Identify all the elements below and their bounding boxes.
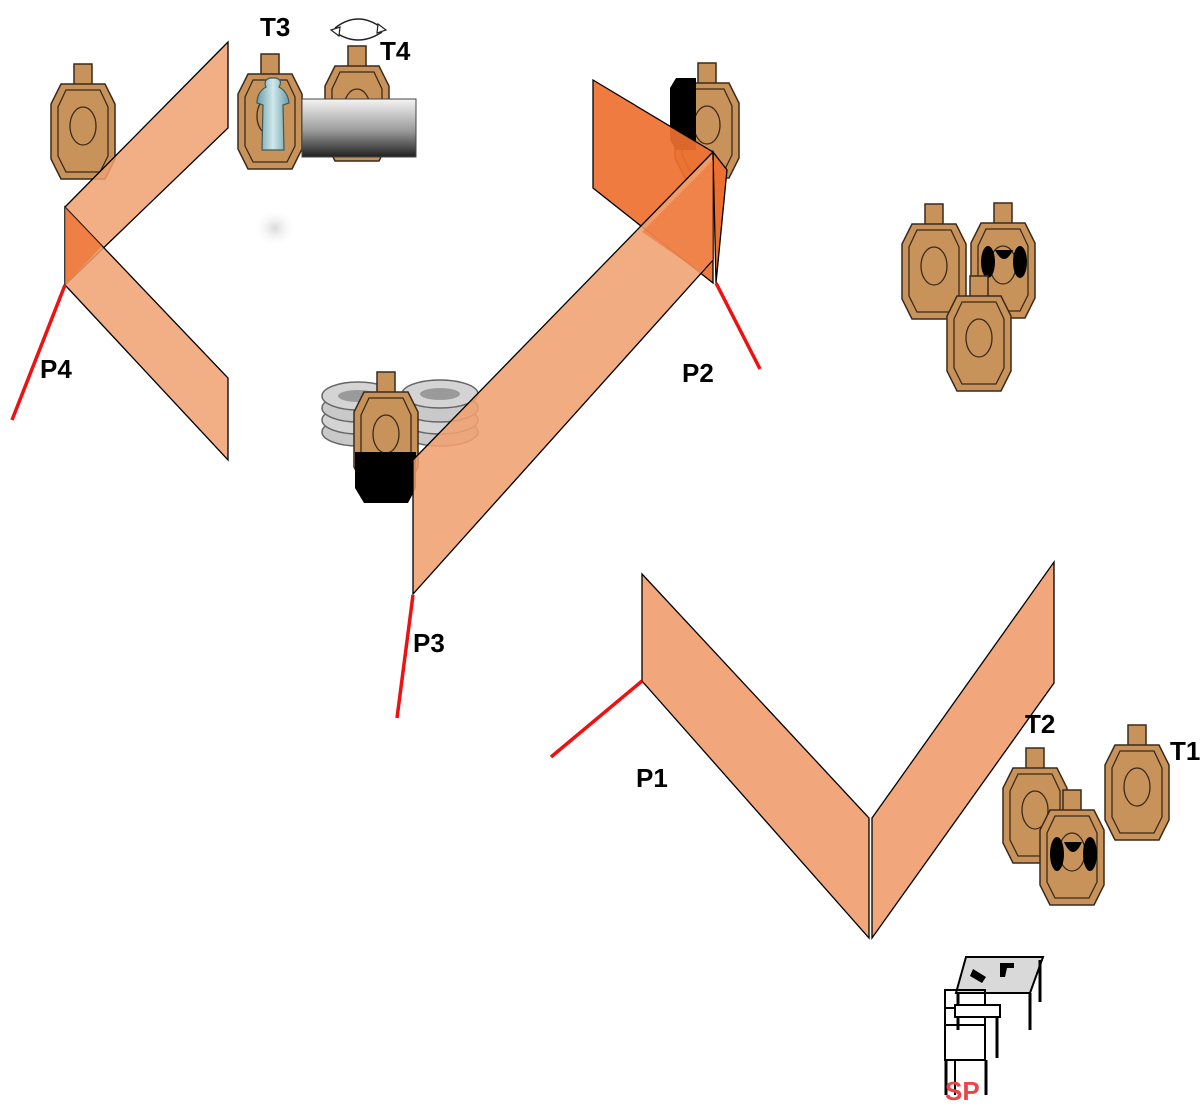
fault-line-p3 (395, 594, 415, 719)
target-t1 (1104, 724, 1170, 841)
wall-p3-p2 (412, 150, 714, 596)
target-t2-no-shoot (1039, 789, 1105, 906)
label-t3: T3 (260, 12, 290, 42)
wall-panel-right (871, 559, 1055, 941)
wall-overlap-shade-p2 (642, 160, 713, 272)
fault-line-p4 (10, 284, 67, 421)
label-t4: T4 (380, 36, 411, 66)
left-wall-p4 (64, 40, 229, 462)
fault-line-p1 (549, 679, 644, 759)
start-table (954, 956, 1045, 1030)
wall-edge (712, 150, 728, 284)
target-array-upper-right (970, 202, 1036, 319)
start-chair (944, 989, 1001, 1095)
label-p4: P4 (40, 354, 72, 384)
target-p3-hardcover (353, 371, 419, 503)
wall-p1-v (641, 559, 1055, 941)
label-t2: T2 (1025, 709, 1055, 739)
target-top-left (50, 63, 116, 180)
fault-line-p2 (714, 282, 762, 370)
label-t1: T1 (1170, 736, 1200, 766)
label-p1: P1 (636, 763, 668, 793)
wall-panel-left (641, 572, 870, 940)
barrel-obstacle (301, 98, 417, 158)
label-p3: P3 (413, 628, 445, 658)
label-sp: SP (945, 1076, 980, 1106)
turner-icon (329, 18, 388, 41)
wall-overlap-shade (65, 207, 102, 285)
label-p2: P2 (682, 358, 714, 388)
shadow-spot (253, 208, 297, 248)
no-shoot-t3 (256, 77, 290, 151)
